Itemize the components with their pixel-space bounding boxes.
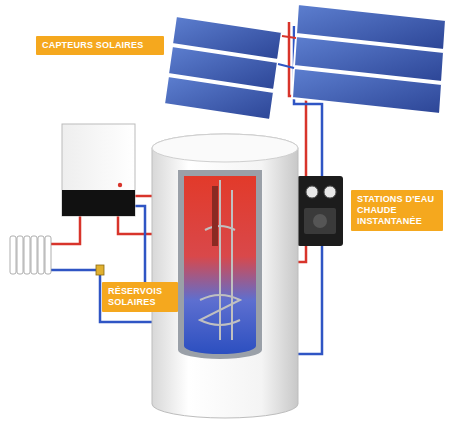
radiator: [10, 236, 51, 274]
solar-panels: [164, 4, 446, 120]
solar-panel: [164, 76, 274, 120]
tank-cutaway: [178, 170, 262, 359]
callout-text: RÉSERVOIS SOLAIRES: [108, 286, 172, 308]
boiler-panel: [62, 190, 135, 216]
panel-connectors: [278, 36, 296, 68]
radiator-fin: [17, 236, 23, 274]
red-pipe: [50, 215, 80, 244]
red-pipe: [282, 36, 296, 38]
heat-exchanger-coil: [200, 180, 240, 340]
boiler-indicator: [118, 183, 122, 187]
tank-water: [184, 176, 256, 354]
station-gauge: [306, 186, 318, 198]
heating-element: [212, 186, 218, 246]
red-pipe: [118, 215, 156, 234]
gas-boiler: [62, 124, 135, 216]
boiler-body: [62, 124, 135, 216]
tank-body: [152, 134, 298, 418]
coil-pipe: [231, 190, 233, 340]
radiator-fin: [38, 236, 44, 274]
station-pump: [304, 208, 336, 234]
callout-text: CAPTEURS SOLAIRES: [42, 40, 158, 51]
coil-pipe: [219, 180, 221, 340]
callout-text: STATIONS D'EAU CHAUDE INSTANTANÉE: [357, 194, 437, 227]
callout-box: CAPTEURS SOLAIRES: [36, 36, 164, 55]
radiator-fin: [31, 236, 37, 274]
station-gauge: [324, 186, 336, 198]
radiator-fin: [24, 236, 30, 274]
valve-symbol: [96, 265, 104, 275]
callout-box: STATIONS D'EAU CHAUDE INSTANTANÉE: [351, 190, 443, 231]
solar-panel: [292, 68, 442, 114]
solar-tank: [152, 134, 298, 418]
coil-loop: [200, 295, 240, 325]
tank-top: [152, 134, 298, 162]
blue-pipe: [296, 244, 322, 354]
radiator-fin: [45, 236, 51, 274]
station-pump-head: [313, 214, 327, 228]
station-body: [297, 176, 343, 246]
callout-box: RÉSERVOIS SOLAIRES: [102, 282, 178, 312]
coil-loop: [205, 226, 235, 230]
hot-water-station: [297, 176, 343, 246]
blue-pipe: [278, 64, 294, 68]
radiator-fin: [10, 236, 16, 274]
